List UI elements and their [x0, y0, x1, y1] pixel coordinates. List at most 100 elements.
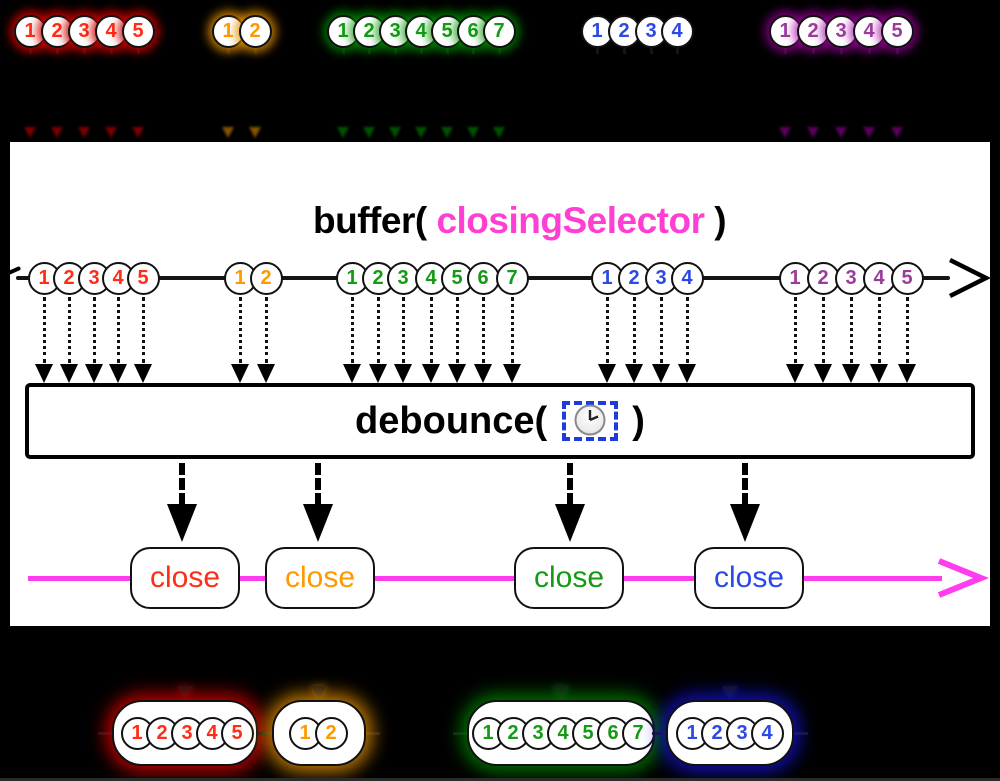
marble-purple-2: 2	[796, 14, 830, 48]
stream-tick	[137, 48, 140, 54]
dotted-arrow	[849, 297, 853, 363]
dotted-arrow	[632, 297, 636, 363]
marble-blue-4: 4	[750, 716, 784, 750]
arrowhead-icon	[167, 504, 197, 542]
marble-red-2: 2	[145, 716, 179, 750]
arrowhead-icon	[35, 364, 53, 383]
arrowhead-icon	[422, 364, 440, 383]
marble-orange-2: 2	[314, 716, 348, 750]
dashed-arrow	[567, 463, 573, 505]
output-arrowhead-icon	[937, 558, 989, 598]
arrowhead-icon	[109, 364, 127, 383]
dotted-arrow	[350, 297, 354, 363]
ghost-arrowhead-icon	[78, 127, 90, 138]
dashed-arrow	[179, 463, 185, 505]
title-prefix: buffer(	[313, 200, 437, 241]
ghost-arrowhead-icon	[222, 127, 234, 138]
stream-tick	[868, 48, 871, 54]
arrowhead-icon	[303, 504, 333, 542]
ghost-arrowhead-icon	[441, 127, 453, 138]
debounce-operator-box: debounce( )	[25, 383, 975, 459]
arrowhead-icon	[898, 364, 916, 383]
ghost-arrowhead-icon	[553, 686, 569, 700]
dotted-arrow	[877, 297, 881, 363]
ghost-arrowhead-icon	[835, 127, 847, 138]
arrowhead-icon	[555, 504, 585, 542]
dotted-arrow	[67, 297, 71, 363]
ghost-arrowhead-icon	[363, 127, 375, 138]
ghost-arrowhead-icon	[311, 686, 327, 700]
dotted-arrow	[455, 297, 459, 363]
bottom-edge-strip	[0, 778, 1000, 781]
dotted-arrow	[401, 297, 405, 363]
ghost-arrowhead-icon	[779, 127, 791, 138]
group-line-stub	[366, 731, 380, 735]
marble-purple-4: 4	[852, 14, 886, 48]
arrowhead-icon	[60, 364, 78, 383]
marble-green-6: 6	[596, 716, 630, 750]
ghost-arrowhead-icon	[51, 127, 63, 138]
stream-tick	[368, 48, 371, 54]
group-line-stub	[652, 731, 666, 735]
stream-tick	[254, 48, 257, 54]
arrowhead-icon	[625, 364, 643, 383]
arrowhead-icon	[842, 364, 860, 383]
marble-red-5: 5	[220, 716, 254, 750]
dotted-arrow	[116, 297, 120, 363]
stream-tick	[110, 48, 113, 54]
group-line-stub	[98, 731, 112, 735]
diagram-title: buffer( closingSelector )	[0, 158, 1000, 284]
arrowhead-icon	[448, 364, 466, 383]
ghost-arrowhead-icon	[132, 127, 144, 138]
close-event-red: close	[130, 547, 240, 609]
dotted-arrow	[264, 297, 268, 363]
ghost-arrowhead-icon	[337, 127, 349, 138]
dotted-arrow	[429, 297, 433, 363]
arrowhead-icon	[369, 364, 387, 383]
close-event-green: close	[514, 547, 624, 609]
stream-tick	[29, 48, 32, 54]
group-line-stub	[258, 731, 272, 735]
marble-purple-5: 5	[890, 261, 924, 295]
arrowhead-icon	[652, 364, 670, 383]
ghost-arrowhead-icon	[24, 127, 36, 138]
group-line-stub	[794, 731, 808, 735]
marble-red-5: 5	[126, 261, 160, 295]
ghost-arrowhead-icon	[467, 127, 479, 138]
dashed-arrow	[742, 463, 748, 505]
dotted-arrow	[685, 297, 689, 363]
stream-tick	[420, 48, 423, 54]
ghost-arrowhead-icon	[177, 686, 193, 700]
marble-green-2: 2	[361, 261, 395, 295]
clock-icon	[574, 404, 606, 436]
stream-tick	[840, 48, 843, 54]
dotted-arrow	[141, 297, 145, 363]
stream-tick	[784, 48, 787, 54]
ghost-arrowhead-icon	[807, 127, 819, 138]
stream-tick	[623, 48, 626, 54]
ghost-arrowhead-icon	[863, 127, 875, 138]
dotted-arrow	[510, 297, 514, 363]
arrowhead-icon	[814, 364, 832, 383]
arrowhead-icon	[678, 364, 696, 383]
debounce-label-suffix: )	[621, 399, 645, 442]
dotted-arrow	[376, 297, 380, 363]
marble-green-1: 1	[326, 14, 360, 48]
marble-green-1: 1	[471, 716, 505, 750]
stream-tick	[812, 48, 815, 54]
close-event-blue: close	[694, 547, 804, 609]
dashed-arrow	[315, 463, 321, 505]
stream-tick	[56, 48, 59, 54]
stream-tick	[472, 48, 475, 54]
arrowhead-icon	[85, 364, 103, 383]
marble-purple-5: 5	[880, 14, 914, 48]
ghost-arrowhead-icon	[249, 127, 261, 138]
arrowhead-icon	[343, 364, 361, 383]
arrowhead-icon	[598, 364, 616, 383]
title-argument: closingSelector	[436, 200, 705, 241]
marble-green-7: 7	[495, 261, 529, 295]
arrowhead-icon	[257, 364, 275, 383]
